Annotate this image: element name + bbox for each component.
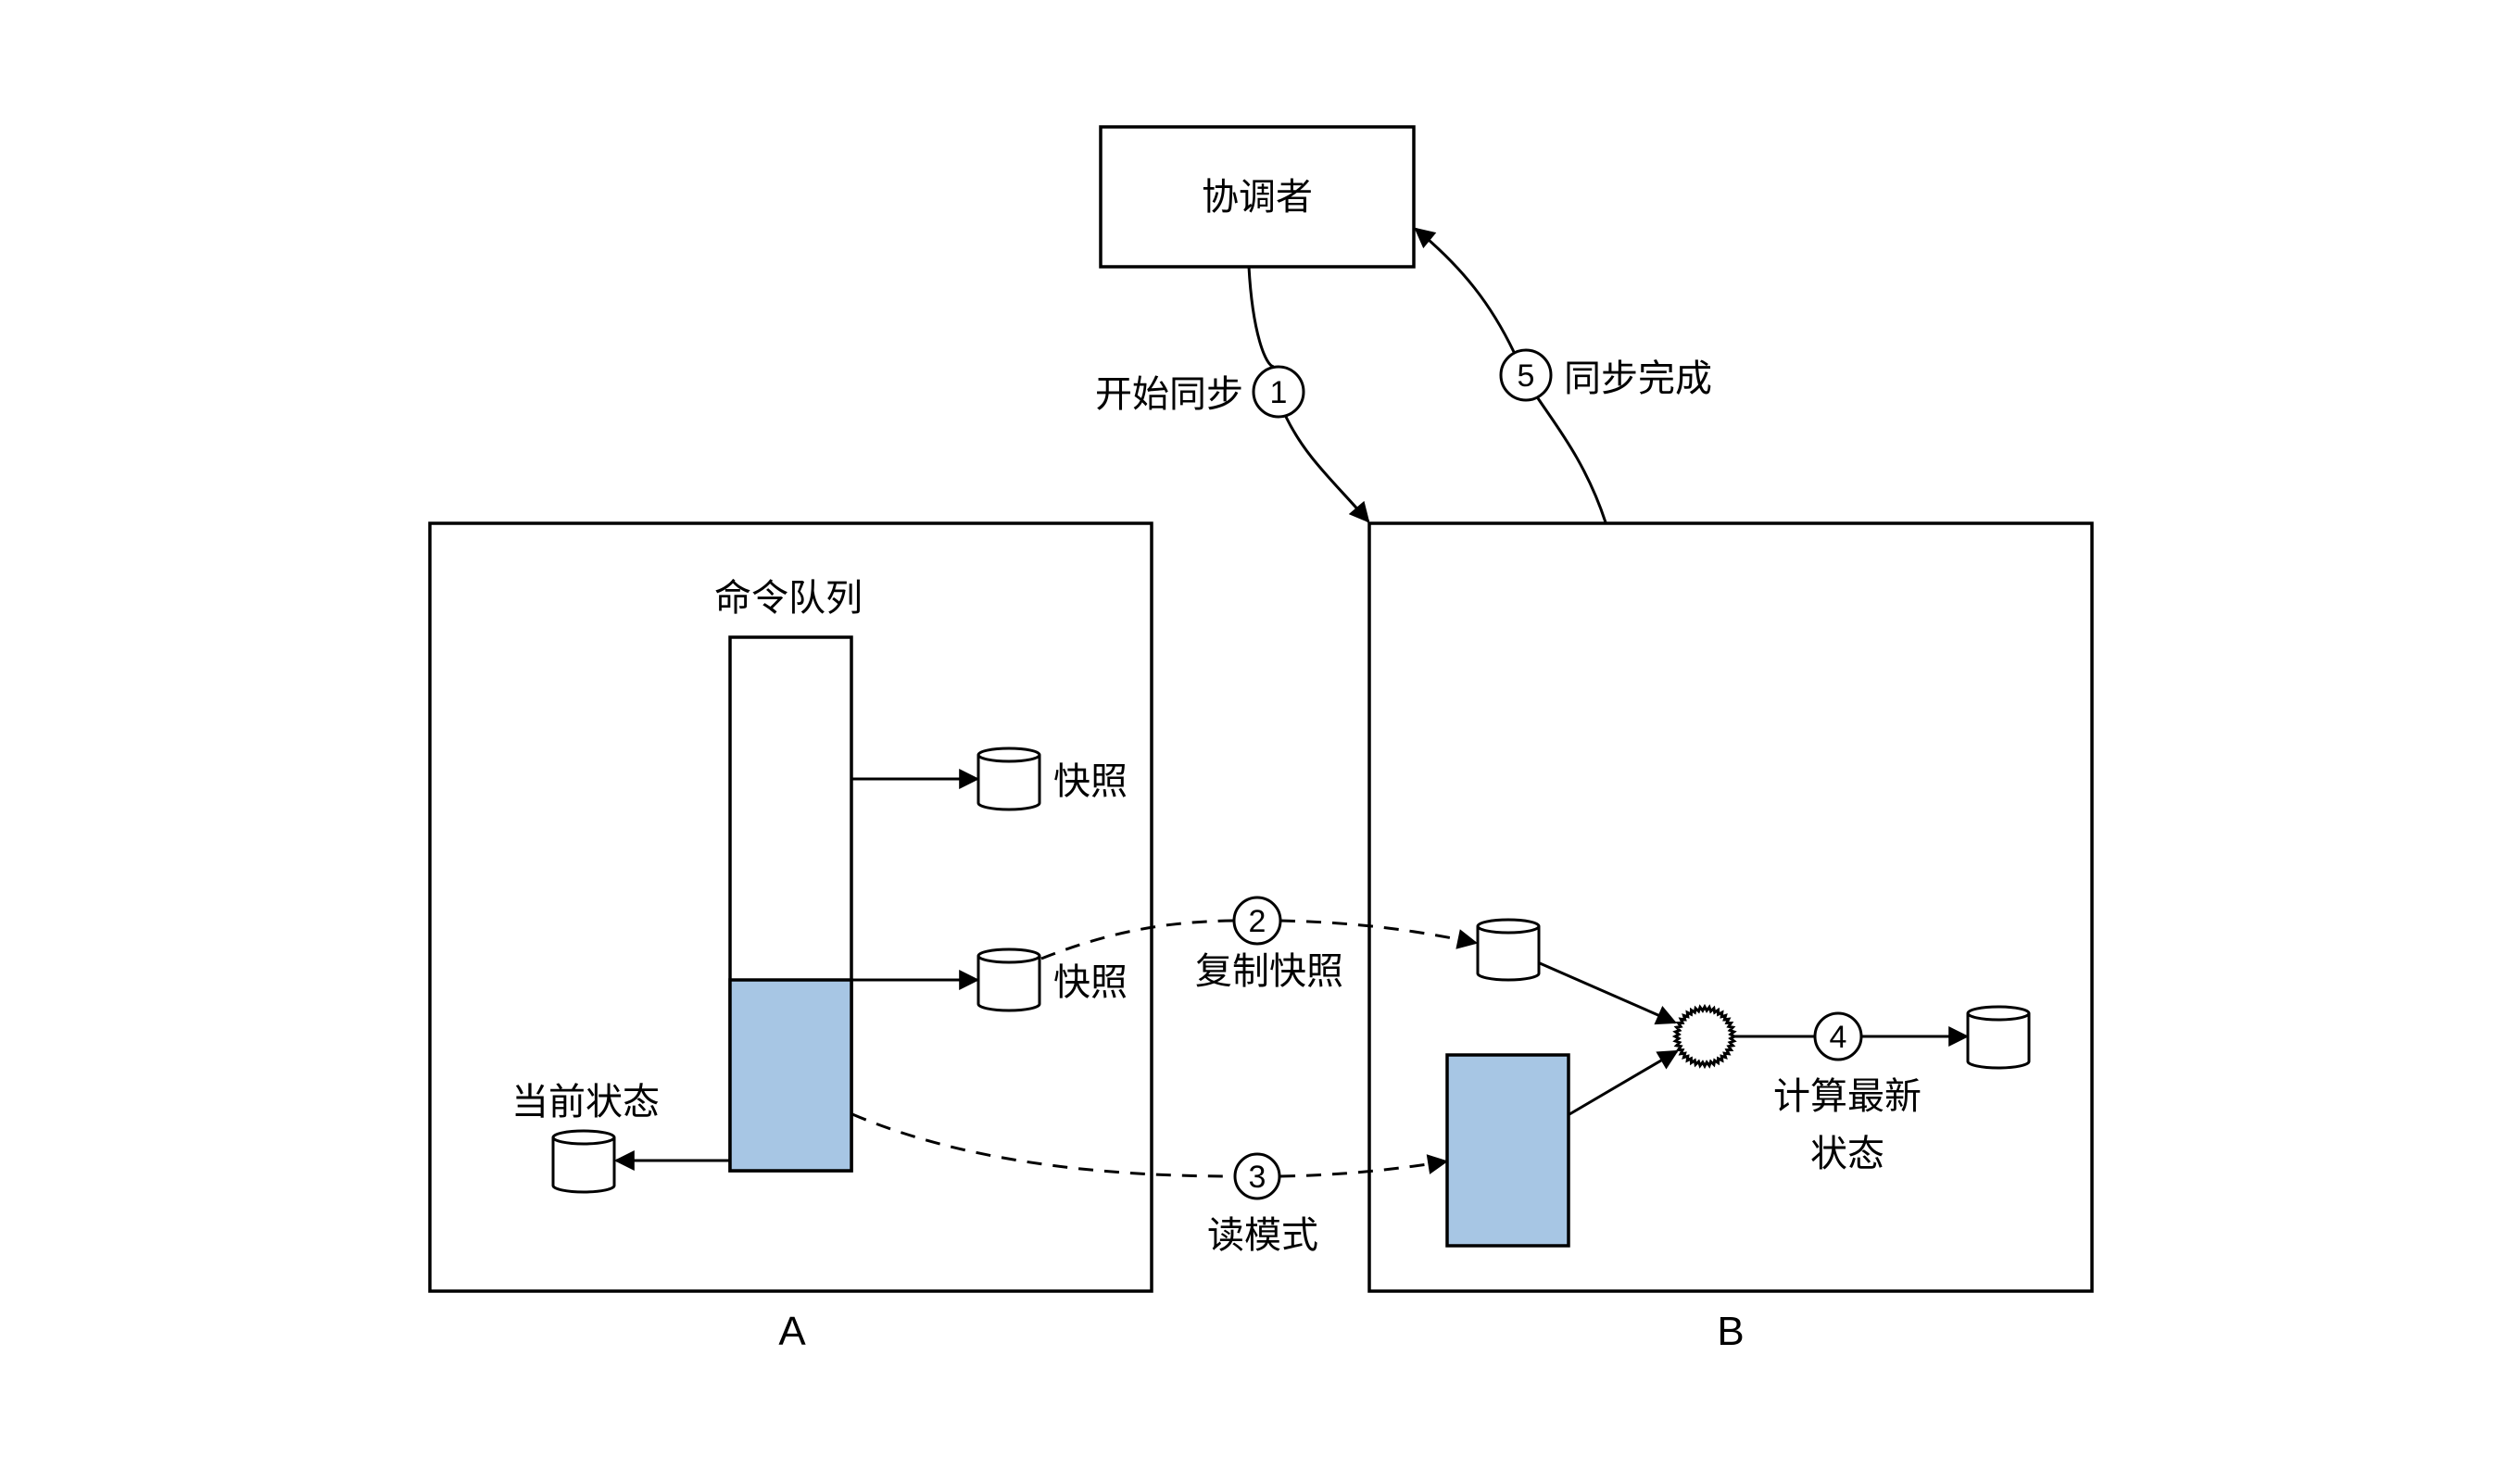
step-5-line-bottom [1536,397,1607,523]
step-1-line-top [1247,266,1275,369]
step-1-arrow [1284,416,1370,523]
step-4-badge [1813,1011,1863,1061]
current-state[interactable]: 当前状态 [511,1081,730,1194]
current-state-cylinder-icon [551,1129,616,1194]
snapshot-1[interactable]: 快照 [851,747,1128,811]
step-5-sync-complete[interactable]: 5 同步完成 [1414,227,1712,523]
snapshot-1-label: 快照 [1053,760,1128,803]
step-2-line-left [1040,919,1235,960]
step-2-copy-snapshot[interactable]: 2 复制快照 [1040,896,1479,993]
node-b-caption: B [1717,1309,1744,1354]
current-state-label: 当前状态 [511,1081,660,1123]
step-1-number: 1 [1270,375,1288,410]
step-4-number: 4 [1830,1020,1847,1055]
step-4-compute[interactable]: 4 计算最新 状态 [1734,1011,1970,1175]
step-3-read-mode[interactable]: 3 读模式 [851,1112,1449,1257]
latest-state[interactable] [1966,1005,2031,1070]
node-a-caption: A [778,1309,806,1354]
command-queue[interactable]: 命令队列 [714,577,863,1173]
copied-snapshot[interactable] [1476,918,1541,982]
compute-label-line1: 计算最新 [1773,1075,1922,1118]
snapshot-2[interactable]: 快照 [851,948,1128,1012]
coordinator-box[interactable] [1099,125,1416,269]
step-1-start-sync[interactable]: 1 开始同步 [1095,266,1370,523]
compute-burst-icon[interactable] [1671,1003,1738,1070]
snapshot-to-compute-arrow [1539,961,1678,1025]
compute-label-line2: 状态 [1810,1133,1884,1175]
step-2-badge [1232,896,1282,946]
step-3-arrow [1279,1154,1449,1178]
step-1-badge [1252,365,1305,419]
snapshot-2-cylinder-icon [976,948,1041,1012]
read-schema-block[interactable] [1445,1053,1570,1248]
step-5-label: 同步完成 [1564,358,1712,400]
step-3-number: 3 [1249,1160,1266,1195]
step-2-arrow [1279,919,1479,949]
step-2-label: 复制快照 [1195,950,1343,993]
coordinator-label: 协调者 [1202,176,1313,219]
schema-to-compute-arrow [1569,1049,1679,1116]
step-5-arrow [1414,227,1516,353]
step-3-label: 读模式 [1207,1214,1318,1257]
snapshot-2-label: 快照 [1053,961,1128,1004]
step-5-badge [1499,348,1553,402]
step-1-label: 开始同步 [1095,373,1243,416]
step-5-number: 5 [1518,358,1535,394]
step-3-badge [1233,1152,1281,1200]
command-queue-processed-segment [728,978,853,1173]
latest-state-cylinder-icon [1966,1005,2031,1070]
step-2-number: 2 [1249,904,1266,939]
copied-snapshot-cylinder-icon [1476,918,1541,982]
command-queue-label: 命令队列 [714,577,863,620]
snapshot-1-cylinder-icon [976,747,1041,811]
coordinator-node[interactable]: 协调者 [1099,125,1416,269]
